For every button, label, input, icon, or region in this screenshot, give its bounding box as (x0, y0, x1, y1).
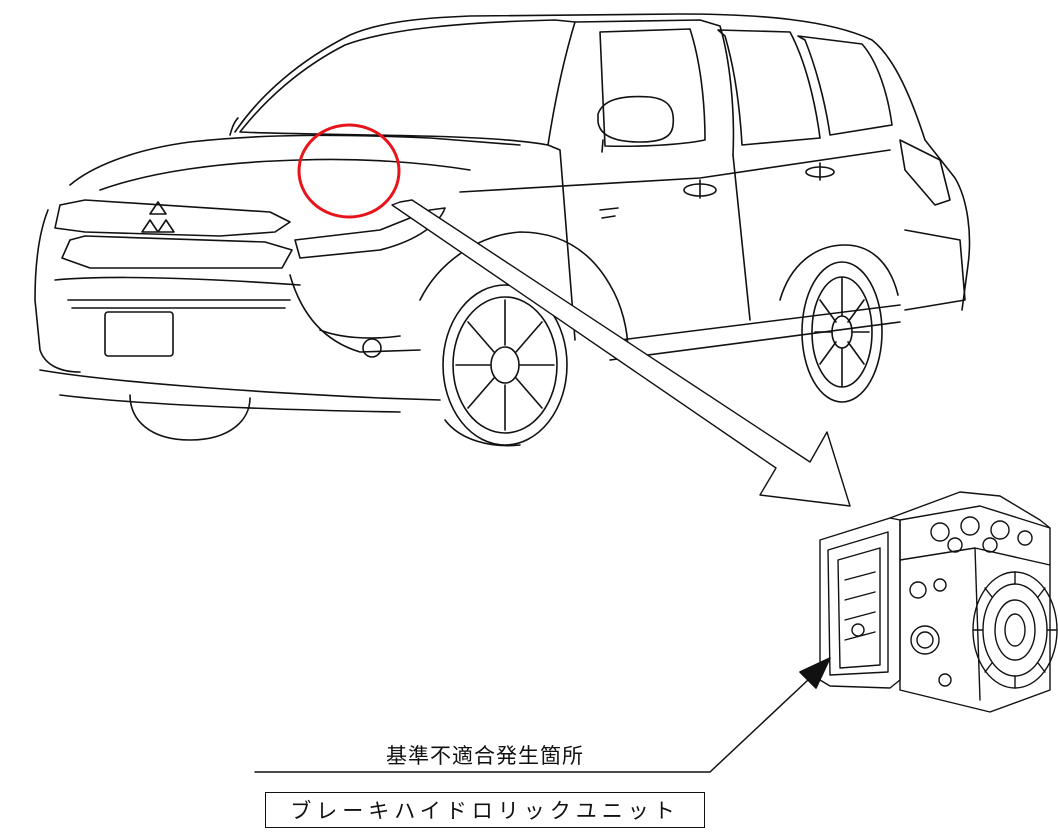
black-arrowhead (799, 657, 831, 689)
part-name-text: ブレーキハイドロリックユニット (290, 799, 680, 823)
part-name-box: ブレーキハイドロリックユニット (265, 792, 705, 828)
suv-line-drawing (34, 13, 971, 447)
brake-hydraulic-unit-illustration (819, 491, 1058, 713)
hollow-arrow (391, 199, 851, 507)
callout-leader (254, 657, 831, 773)
defect-location-label: 基準不適合発生箇所 (386, 744, 584, 768)
defect-location-circle (297, 123, 401, 219)
